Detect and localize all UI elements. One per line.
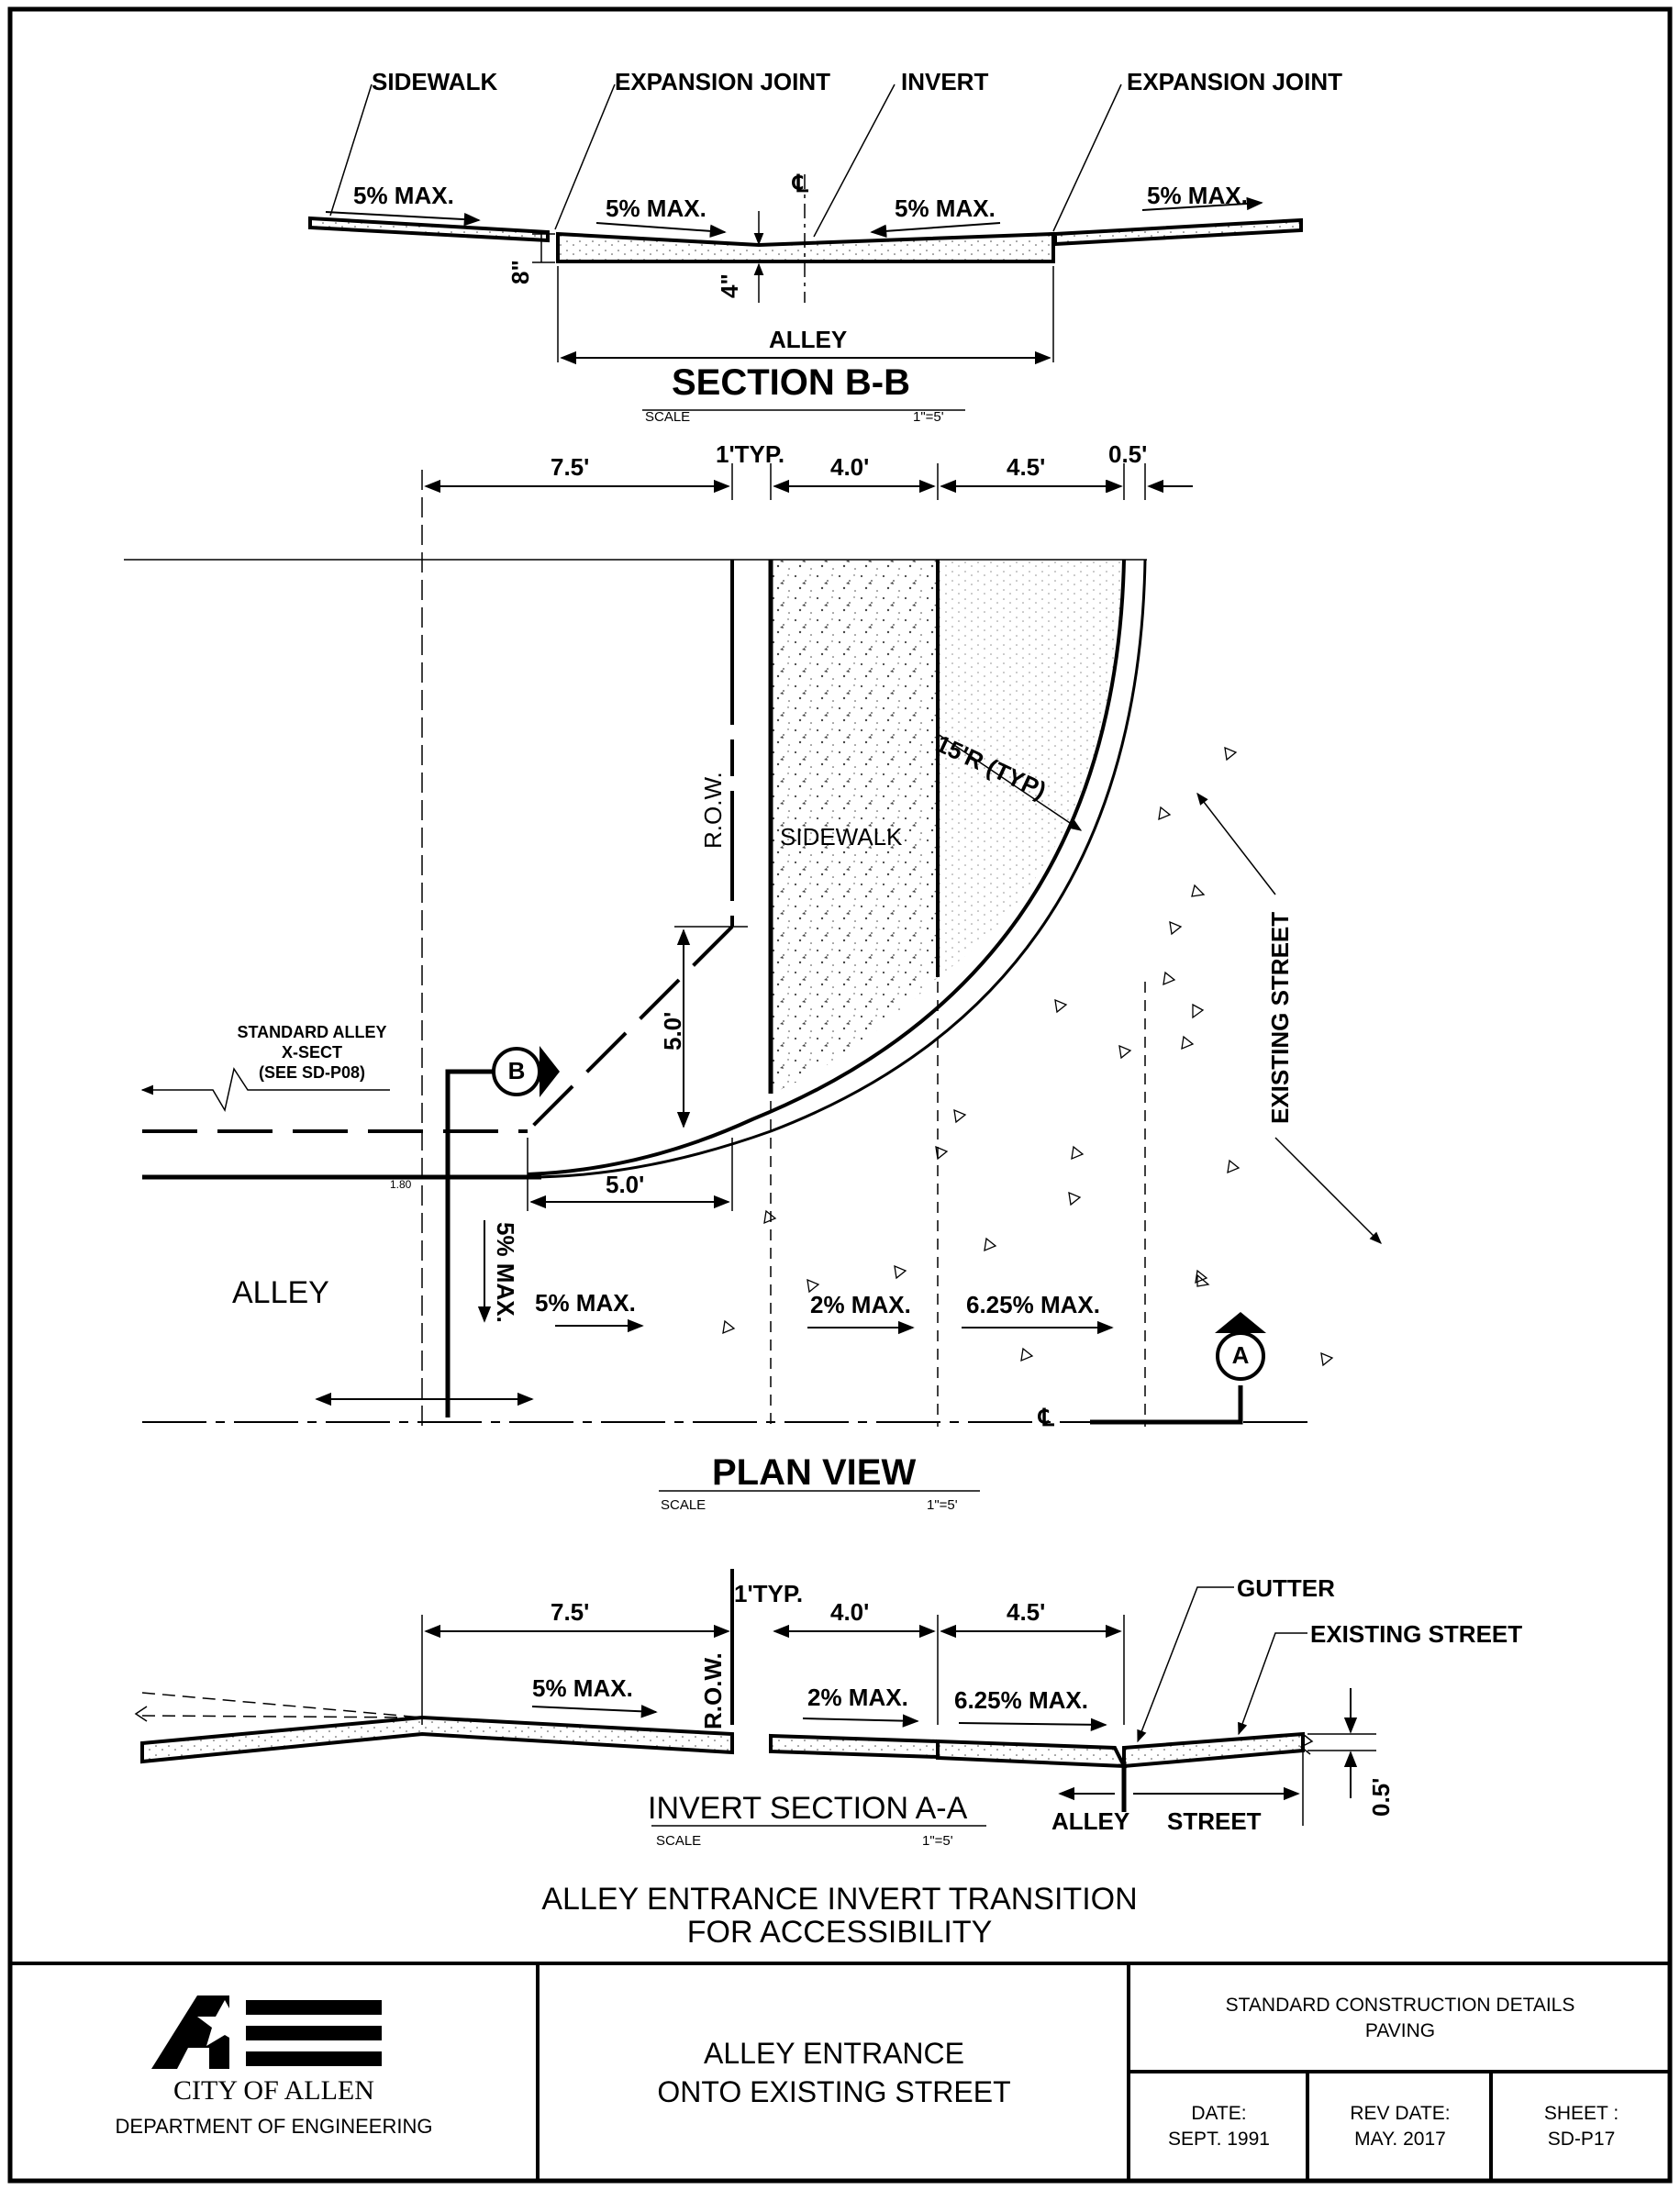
aa-scale-label: SCALE bbox=[656, 1833, 702, 1849]
sheet-title: ALLEY ENTRANCE ONTO EXISTING STREET bbox=[541, 1967, 1127, 2177]
bb-left-sidewalk bbox=[308, 216, 550, 243]
aa-row-label: R.O.W. bbox=[699, 1652, 727, 1729]
aa-dim-4-5: 4.5' bbox=[1007, 1598, 1046, 1626]
plan-dim-1-typ: 1'TYP. bbox=[716, 440, 785, 468]
title-block-frame bbox=[10, 1962, 1670, 2181]
bb-label-sidewalk: SIDEWALK bbox=[372, 68, 498, 95]
section-marker-b-shape bbox=[492, 1046, 560, 1097]
plan-dim-5-0-vertical: 5.0' bbox=[659, 1011, 686, 1051]
drawing-title-line-2: FOR ACCESSIBILITY bbox=[686, 1915, 993, 1950]
plan-slope-vertical: 5% MAX. bbox=[492, 1222, 519, 1323]
standard-alley-line-2: X-SECT bbox=[281, 1043, 342, 1062]
sheet-title-line-2: ONTO EXISTING STREET bbox=[657, 2074, 1011, 2108]
section-aa-drawing bbox=[134, 1569, 1376, 1826]
street-aggregate bbox=[722, 746, 1334, 1367]
section-marker-a[interactable]: A bbox=[1231, 1341, 1250, 1369]
plan-slope-5: 5% MAX. bbox=[535, 1289, 636, 1317]
bb-dim-4: 4" bbox=[716, 273, 743, 298]
bb-title: SECTION B-B bbox=[672, 362, 910, 403]
category-line-2: PAVING bbox=[1364, 2020, 1436, 2041]
section-bb-drawing bbox=[308, 83, 1303, 411]
plan-small-dim: 1.80 bbox=[390, 1178, 412, 1191]
plan-dim-5-0-horizontal: 5.0' bbox=[606, 1171, 645, 1198]
plan-dim-0-5: 0.5' bbox=[1108, 440, 1148, 468]
plan-row-label: R.O.W. bbox=[699, 772, 727, 849]
sheet-label: SHEET : bbox=[1543, 2103, 1619, 2124]
section-marker-b[interactable]: B bbox=[507, 1057, 526, 1084]
aa-scale-value: 1"=5' bbox=[922, 1833, 953, 1849]
aa-dim-4-0: 4.0' bbox=[830, 1598, 870, 1626]
plan-standard-alley: STANDARD ALLEY X-SECT (SEE SD-P08) bbox=[220, 1022, 404, 1083]
aa-gutter-label: GUTTER bbox=[1237, 1574, 1335, 1602]
date-cell: DATE: SEPT. 1991 bbox=[1132, 2075, 1306, 2178]
bb-centerline-symbol: ℄ bbox=[793, 170, 808, 197]
aa-existing-street-label: EXISTING STREET bbox=[1310, 1620, 1523, 1648]
aa-alley-slab bbox=[140, 1715, 734, 1764]
bb-right-sidewalk bbox=[1053, 217, 1303, 247]
plan-dim-7-5: 7.5' bbox=[551, 453, 590, 481]
aa-street-slab bbox=[1122, 1731, 1305, 1769]
plan-existing-street: EXISTING STREET bbox=[1266, 911, 1294, 1124]
rev-date-label: REV DATE: bbox=[1350, 2103, 1451, 2124]
standard-alley-line-1: STANDARD ALLEY bbox=[237, 1023, 387, 1041]
rev-date-value: MAY. 2017 bbox=[1354, 2129, 1446, 2150]
plan-dim-4-0: 4.0' bbox=[830, 453, 870, 481]
bb-alley-label: ALLEY bbox=[769, 326, 848, 353]
curb-return-outer bbox=[527, 559, 1126, 1176]
bb-slope-4: 5% MAX. bbox=[1147, 182, 1248, 209]
aa-street-label: STREET bbox=[1167, 1807, 1262, 1835]
bb-slope-2: 5% MAX. bbox=[606, 195, 706, 222]
department-name: DEPARTMENT OF ENGINEERING bbox=[115, 2115, 433, 2138]
city-logo bbox=[151, 1995, 382, 2069]
plan-centerline-symbol: ℄ bbox=[1039, 1404, 1054, 1431]
plan-view-drawing bbox=[124, 463, 1382, 1427]
sheet-number-cell: SHEET : SD-P17 bbox=[1495, 2075, 1668, 2178]
plan-slope-6-25: 6.25% MAX. bbox=[966, 1291, 1100, 1318]
plan-alley-label: ALLEY bbox=[232, 1275, 329, 1310]
city-name: CITY OF ALLEN bbox=[173, 2075, 374, 2106]
sheet-title-line-1: ALLEY ENTRANCE bbox=[704, 2036, 964, 2070]
aa-dim-0-5: 0.5' bbox=[1367, 1777, 1395, 1817]
aa-slope-6-25: 6.25% MAX. bbox=[954, 1686, 1088, 1714]
aa-sidewalk-slab bbox=[769, 1733, 940, 1760]
plan-view-title: PLAN VIEW bbox=[712, 1452, 917, 1493]
aa-alley-label: ALLEY bbox=[1051, 1807, 1130, 1835]
section-marker-a-shape bbox=[1215, 1312, 1266, 1381]
aa-dim-1-typ: 1'TYP. bbox=[734, 1580, 804, 1607]
bb-slope-3: 5% MAX. bbox=[895, 195, 996, 222]
aa-slope-2: 2% MAX. bbox=[807, 1684, 908, 1711]
bb-dim-8: 8" bbox=[506, 260, 534, 284]
plan-parkway-area bbox=[938, 560, 1124, 977]
plan-dim-4-5: 4.5' bbox=[1007, 453, 1046, 481]
plan-sidewalk-label: SIDEWALK bbox=[780, 823, 903, 850]
sheet-value: SD-P17 bbox=[1547, 2129, 1616, 2150]
bb-alley-slab bbox=[556, 231, 1055, 263]
date-label: DATE: bbox=[1191, 2103, 1247, 2124]
aa-dim-7-5: 7.5' bbox=[551, 1598, 590, 1626]
aa-title: INVERT SECTION A-A bbox=[648, 1791, 968, 1826]
bb-label-expansion-joint-right: EXPANSION JOINT bbox=[1127, 68, 1343, 95]
bb-scale-value: 1"=5' bbox=[913, 409, 944, 425]
plan-slope-2: 2% MAX. bbox=[810, 1291, 911, 1318]
bb-scale-label: SCALE bbox=[645, 409, 691, 425]
detail-category: STANDARD CONSTRUCTION DETAILS PAVING bbox=[1132, 1967, 1668, 2070]
plan-sidewalk-area bbox=[771, 560, 938, 1094]
aa-slope-5: 5% MAX. bbox=[532, 1674, 633, 1702]
category-line-1: STANDARD CONSTRUCTION DETAILS bbox=[1225, 1995, 1575, 2016]
aa-parkway-slab bbox=[936, 1739, 1128, 1769]
sheet-border bbox=[7, 6, 1673, 2184]
bb-label-expansion-joint-left: EXPANSION JOINT bbox=[615, 68, 831, 95]
drawing-title-line-1: ALLEY ENTRANCE INVERT TRANSITION bbox=[541, 1882, 1138, 1917]
rev-date-cell: REV DATE: MAY. 2017 bbox=[1311, 2075, 1489, 2178]
date-value: SEPT. 1991 bbox=[1168, 2129, 1270, 2150]
plan-scale-value: 1"=5' bbox=[927, 1497, 958, 1513]
plan-scale-label: SCALE bbox=[661, 1497, 706, 1513]
bb-slope-1: 5% MAX. bbox=[353, 182, 454, 209]
bb-label-invert: INVERT bbox=[901, 68, 989, 95]
curb-return-inner bbox=[527, 559, 1147, 1179]
standard-alley-line-3: (SEE SD-P08) bbox=[258, 1063, 366, 1082]
drawing-title: ALLEY ENTRANCE INVERT TRANSITION FOR ACC… bbox=[395, 1883, 1285, 1949]
